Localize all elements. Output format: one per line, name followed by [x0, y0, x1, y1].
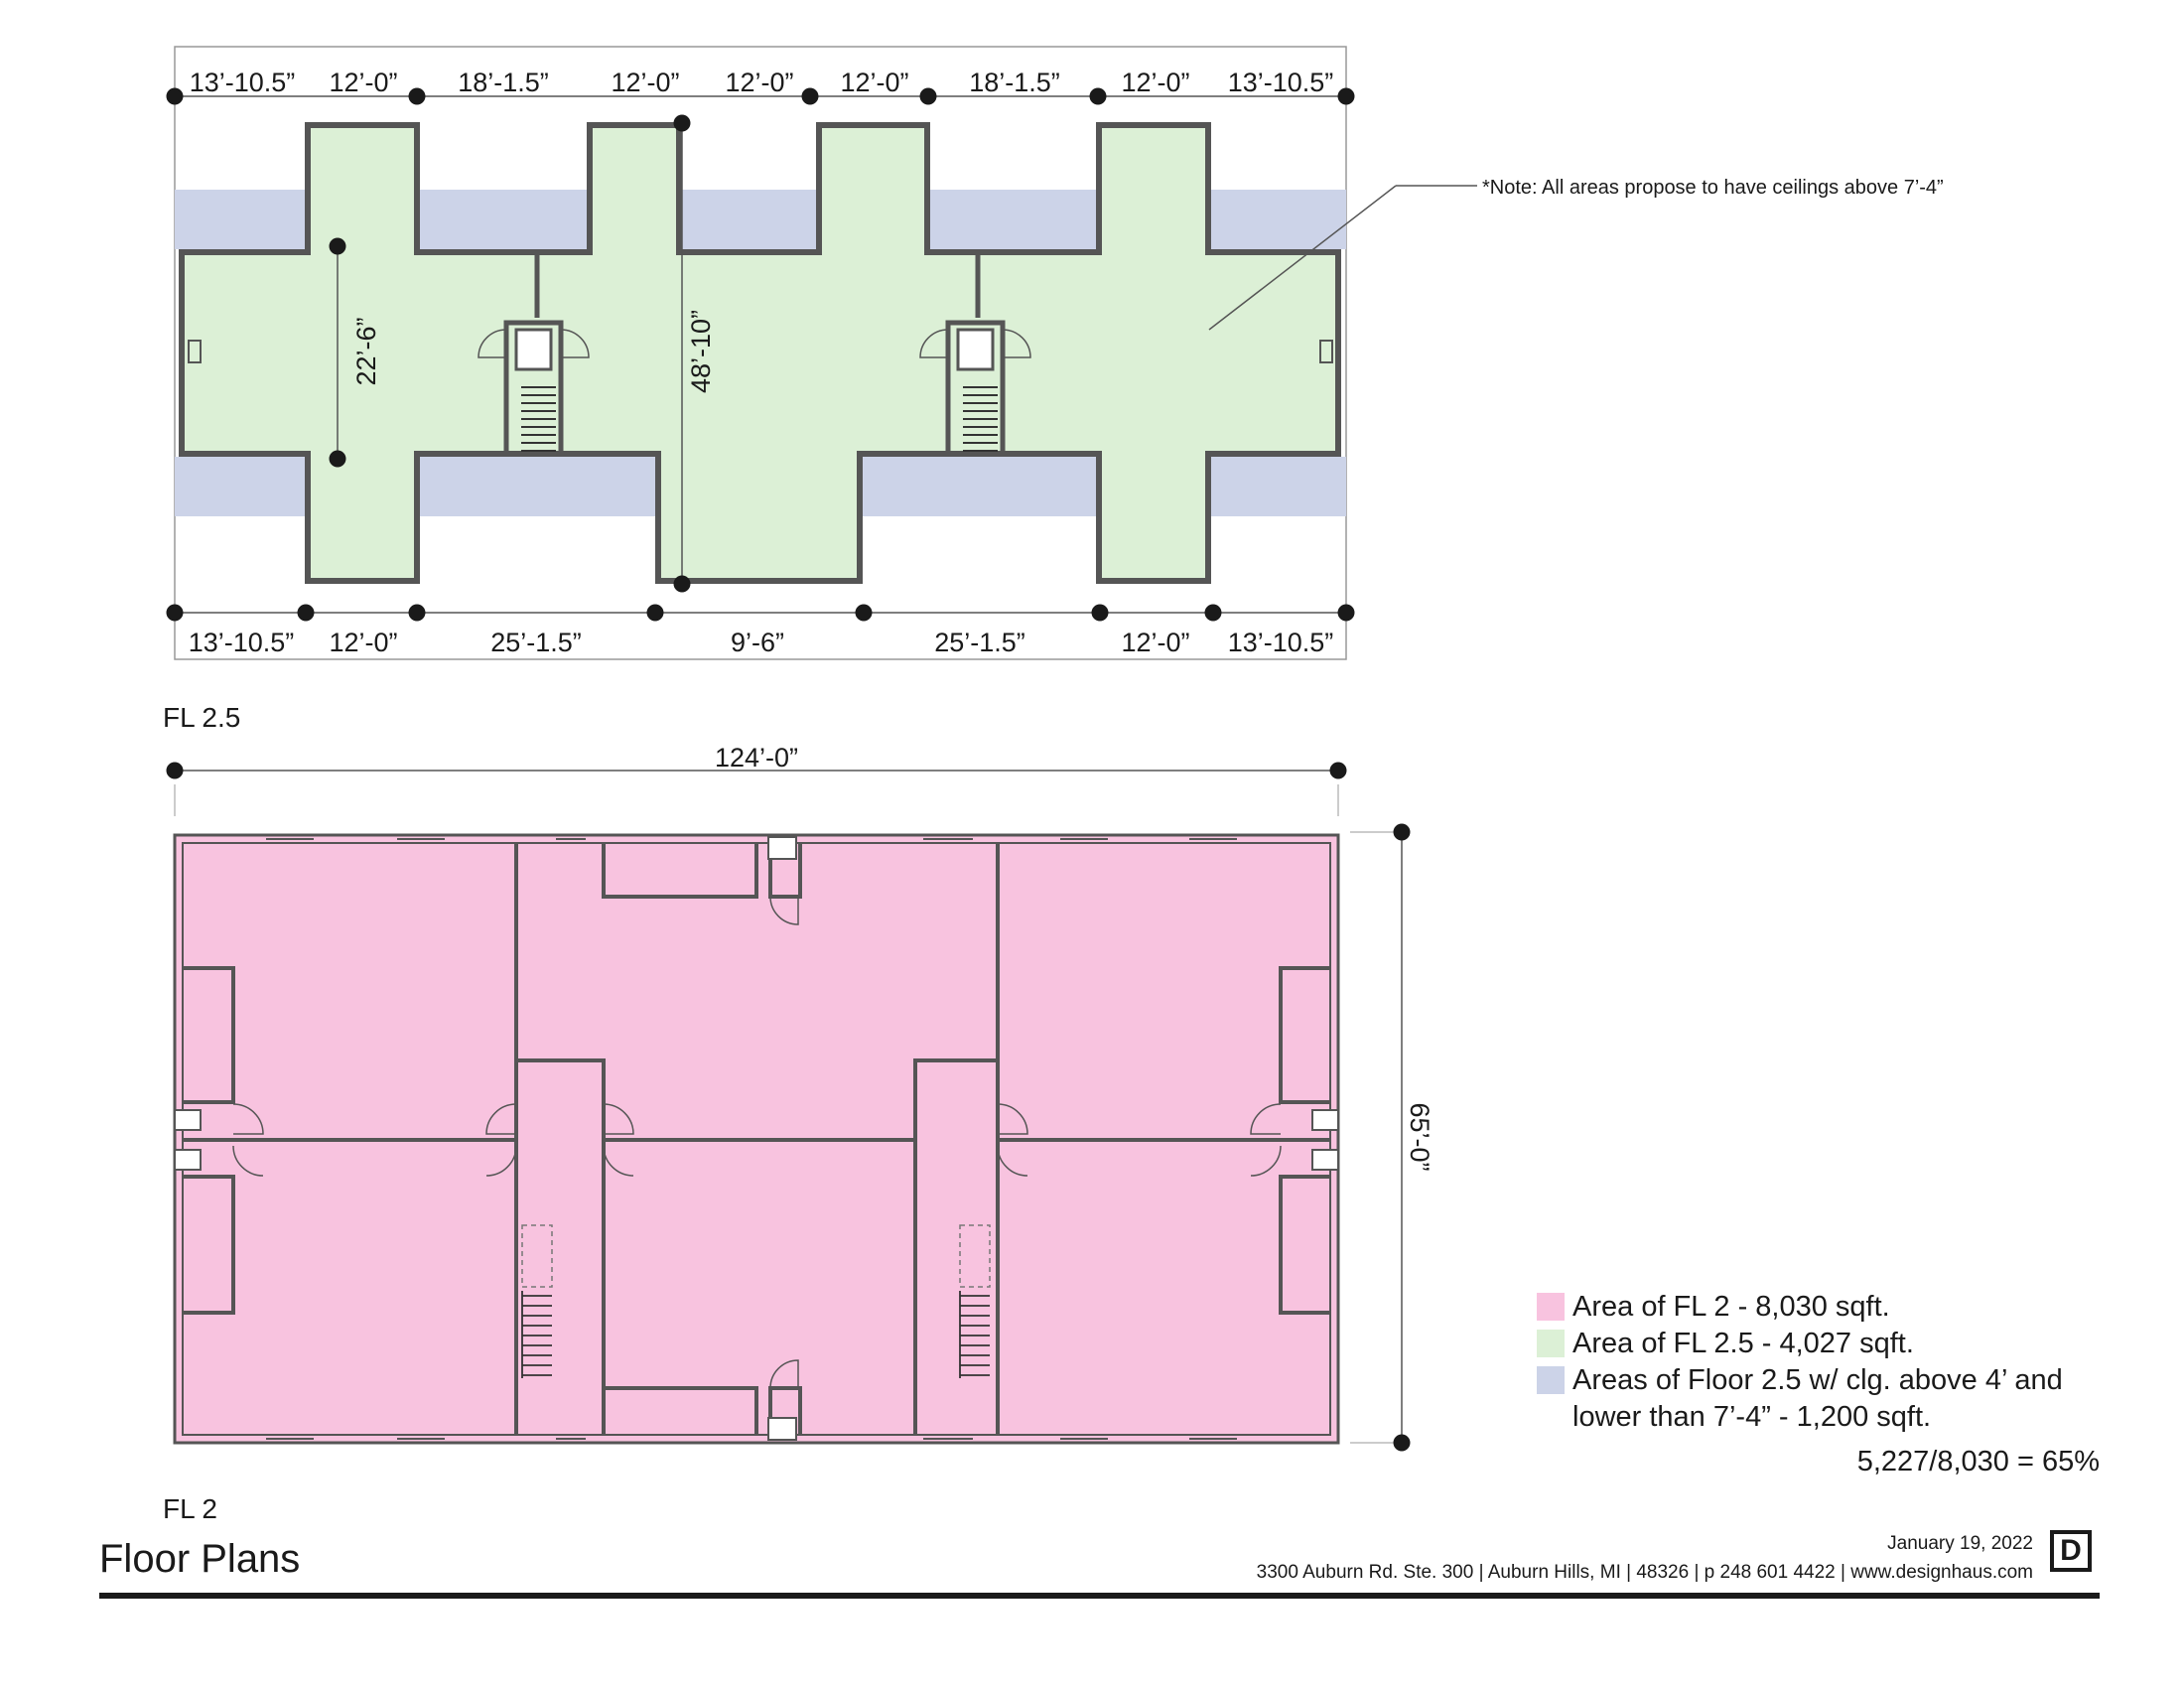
fl25-top-dim-4: 12’-0” — [611, 68, 679, 97]
fl25-top-dim-9: 13’-10.5” — [1228, 68, 1334, 97]
fl25-top-dim-1: 13’-10.5” — [190, 68, 296, 97]
fl2-dim-height: 65’-0” — [1405, 1102, 1434, 1171]
fl2-windows — [266, 838, 1237, 1440]
legend-item-low-ceiling: Areas of Floor 2.5 w/ clg. above 4’ and … — [1537, 1362, 2128, 1436]
legend-swatch-low-ceiling — [1537, 1366, 1565, 1394]
area-legend: Area of FL 2 - 8,030 sqft. Area of FL 2.… — [1537, 1289, 2128, 1436]
legend-item-fl2: Area of FL 2 - 8,030 sqft. — [1537, 1289, 2128, 1326]
fl25-bottom-dim-6: 12’-0” — [1121, 628, 1189, 657]
legend-text-fl2: Area of FL 2 - 8,030 sqft. — [1572, 1291, 1890, 1323]
fl25-bottom-dim-2: 12’-0” — [329, 628, 397, 657]
fl25-top-dim-7: 18’-1.5” — [969, 68, 1060, 97]
fl2-stairs — [521, 1224, 991, 1378]
fl25-top-dim-8: 12’-0” — [1121, 68, 1189, 97]
footer-rule — [99, 1593, 2100, 1599]
footer-address: 3300 Auburn Rd. Ste. 300 | Auburn Hills,… — [1256, 1562, 2033, 1583]
fl2-dim-width: 124’-0” — [715, 743, 798, 773]
fl2-label: FL 2 — [163, 1493, 217, 1524]
fl25-bottom-dim-7: 13’-10.5” — [1228, 628, 1334, 657]
fl25-label: FL 2.5 — [163, 702, 241, 733]
legend-item-fl25: Area of FL 2.5 - 4,027 sqft. — [1537, 1326, 2128, 1362]
designhaus-logo: D — [2050, 1530, 2092, 1572]
fl25-dim-center: 48’-10” — [686, 310, 716, 393]
fl25-top-dim-3: 18’-1.5” — [458, 68, 549, 97]
fl25-top-dim-2: 12’-0” — [329, 68, 397, 97]
legend-swatch-fl2 — [1537, 1293, 1565, 1321]
fl25-dim-nodes — [166, 87, 1355, 622]
ceiling-note: *Note: All areas propose to have ceiling… — [1482, 177, 1944, 199]
fl25-top-dim-6: 12’-0” — [840, 68, 908, 97]
fl25-bottom-dim-1: 13’-10.5” — [189, 628, 295, 657]
fl25-top-dim-5: 12’-0” — [725, 68, 793, 97]
page-title: Floor Plans — [99, 1537, 301, 1581]
footer-date: January 19, 2022 — [1887, 1533, 2033, 1554]
legend-text-low-ceiling: Areas of Floor 2.5 w/ clg. above 4’ and … — [1572, 1364, 2063, 1433]
area-ratio: 5,227/8,030 = 65% — [1856, 1446, 2100, 1477]
fl2-plan: 124’-0” 65’-0” — [166, 743, 1434, 1452]
fl25-frame — [174, 46, 1347, 660]
fl25-partitions — [503, 252, 1006, 454]
fl25-area — [179, 122, 1341, 584]
fl25-bottom-dim-4: 9’-6” — [731, 628, 784, 657]
legend-swatch-fl25 — [1537, 1330, 1565, 1357]
fl2-doors — [232, 896, 1282, 1389]
fl2-columns — [174, 836, 1339, 1441]
fl25-bottom-dim-3: 25’-1.5” — [490, 628, 582, 657]
legend-text-fl25: Area of FL 2.5 - 4,027 sqft. — [1572, 1328, 1914, 1359]
fl25-dim-lines — [175, 95, 1477, 614]
fl25-stairs — [188, 328, 1333, 452]
fl25-bottom-dim-5: 25’-1.5” — [934, 628, 1025, 657]
fl25-plan: 13’-10.5” 12’-0” 18’-1.5” 12’-0” 12’-0” … — [166, 46, 1477, 660]
fl2-partitions — [183, 843, 1330, 1435]
fl25-dim-left: 22’-6” — [351, 317, 381, 385]
